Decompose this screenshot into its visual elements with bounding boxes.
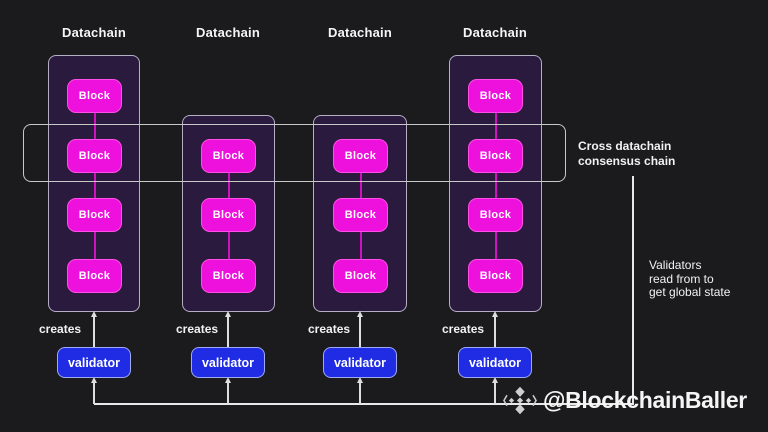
datachain-label-2: Datachain: [196, 25, 260, 40]
validator-box-4: validator: [458, 347, 532, 378]
block-connector-line: [495, 96, 497, 276]
validators-read-note-line3: get global state: [649, 285, 731, 299]
datachain-label-4: Datachain: [463, 25, 527, 40]
creates-arrow-1: [90, 311, 97, 347]
validator-box-3: validator: [323, 347, 397, 378]
creates-label-2: creates: [176, 322, 219, 336]
feed-arrow-3: [356, 377, 363, 404]
consensus-chain-label-line1: Cross datachain: [578, 139, 672, 153]
validators-read-note-line1: Validators: [649, 258, 702, 272]
validators-read-note: Validators read from to get global state: [649, 258, 731, 300]
block: Block: [468, 259, 523, 293]
block: Block: [333, 198, 388, 232]
block: Block: [67, 139, 122, 173]
creates-label-4: creates: [442, 322, 485, 336]
block: Block: [468, 79, 523, 113]
block-connector-line: [94, 96, 96, 276]
datachain-container-4: Block Block Block Block: [449, 55, 542, 312]
consensus-chain-outline: [23, 124, 566, 182]
consensus-to-validators-line: [632, 176, 634, 404]
creates-label-1: creates: [39, 322, 82, 336]
binance-diamond-logo-icon: [503, 385, 537, 416]
block: Block: [468, 139, 523, 173]
creates-label-3: creates: [308, 322, 351, 336]
validator-box-2: validator: [191, 347, 265, 378]
datachain-container-3: Block Block Block: [313, 115, 407, 312]
block: Block: [468, 198, 523, 232]
block: Block: [333, 259, 388, 293]
block: Block: [201, 139, 256, 173]
validators-read-note-line2: read from to: [649, 271, 714, 286]
watermark: @BlockchainBaller: [503, 385, 747, 416]
block: Block: [201, 259, 256, 293]
validator-box-1: validator: [57, 347, 131, 378]
block: Block: [67, 198, 122, 232]
watermark-handle: @BlockchainBaller: [543, 387, 747, 413]
feed-arrow-2: [224, 377, 231, 404]
block: Block: [333, 139, 388, 173]
datachain-container-2: Block Block Block: [182, 115, 275, 312]
consensus-chain-label-line2: consensus chain: [578, 154, 676, 168]
datachain-label-3: Datachain: [328, 25, 392, 40]
block: Block: [201, 198, 256, 232]
creates-arrow-2: [224, 311, 231, 347]
creates-arrow-4: [491, 311, 498, 347]
block: Block: [67, 259, 122, 293]
feed-arrow-4: [491, 377, 498, 404]
creates-arrow-3: [356, 311, 363, 347]
consensus-chain-label: Cross datachain consensus chain: [578, 139, 675, 169]
validators-feed-line: [94, 403, 634, 405]
datachain-label-1: Datachain: [62, 25, 126, 40]
block: Block: [67, 79, 122, 113]
feed-arrow-1: [90, 377, 97, 404]
datachain-container-1: Block Block Block Block: [48, 55, 140, 312]
